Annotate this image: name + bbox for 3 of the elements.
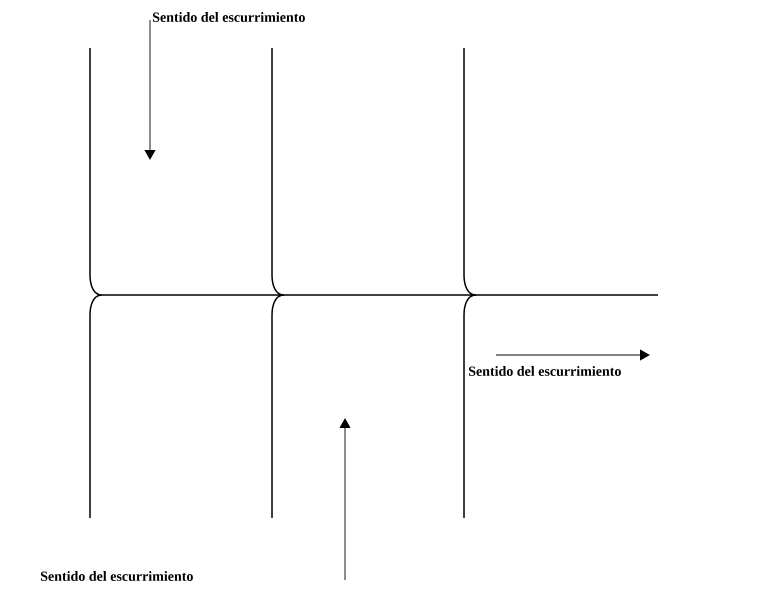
direction-label: Sentido del escurrimiento [468, 366, 621, 376]
direction-label: Sentido del escurrimiento [40, 571, 193, 581]
direction-label: Sentido del escurrimiento [152, 12, 305, 22]
